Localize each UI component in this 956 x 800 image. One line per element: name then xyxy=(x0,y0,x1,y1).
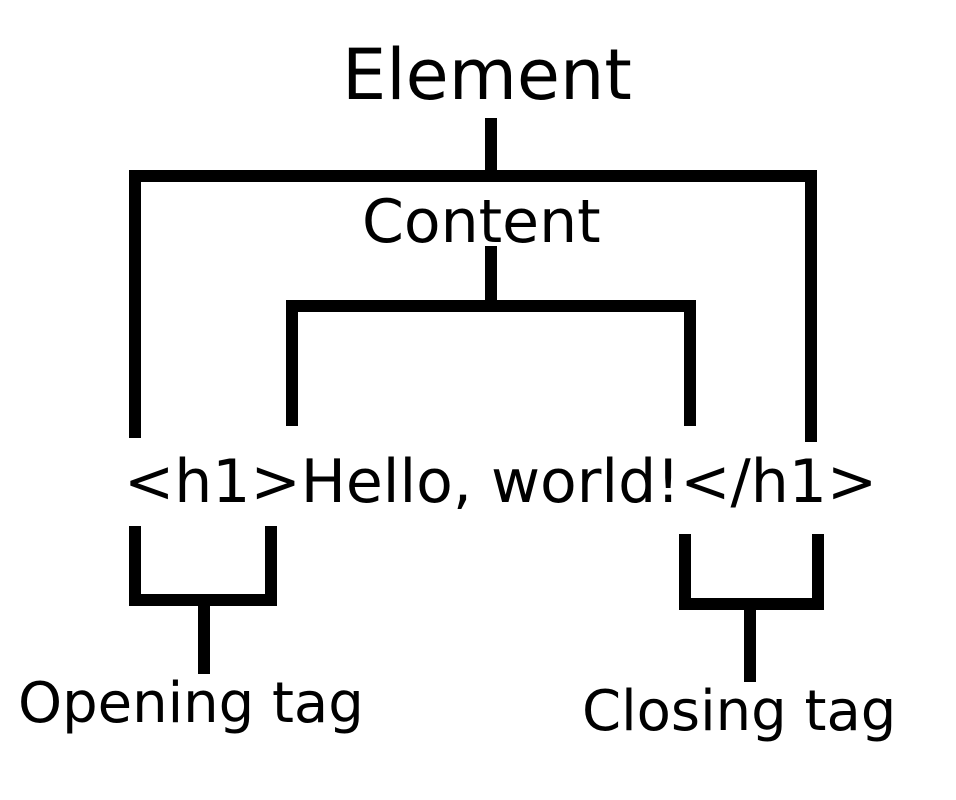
closing-tag-bracket xyxy=(679,534,824,682)
opening-tag-bracket xyxy=(129,526,277,674)
closing-tag-label: Closing tag xyxy=(582,679,897,744)
element-bracket xyxy=(129,118,817,442)
element-label: Element xyxy=(342,34,632,116)
closing-tag-bracket-arms xyxy=(679,534,824,610)
element-bracket-arms xyxy=(129,170,817,442)
code-example: <h1>Hello, world!</h1> xyxy=(124,447,878,517)
opening-tag-bracket-arms xyxy=(129,526,277,606)
content-label: Content xyxy=(362,187,601,257)
content-bracket-arms xyxy=(286,300,696,426)
content-bracket xyxy=(286,246,696,426)
opening-tag-label: Opening tag xyxy=(18,671,364,736)
